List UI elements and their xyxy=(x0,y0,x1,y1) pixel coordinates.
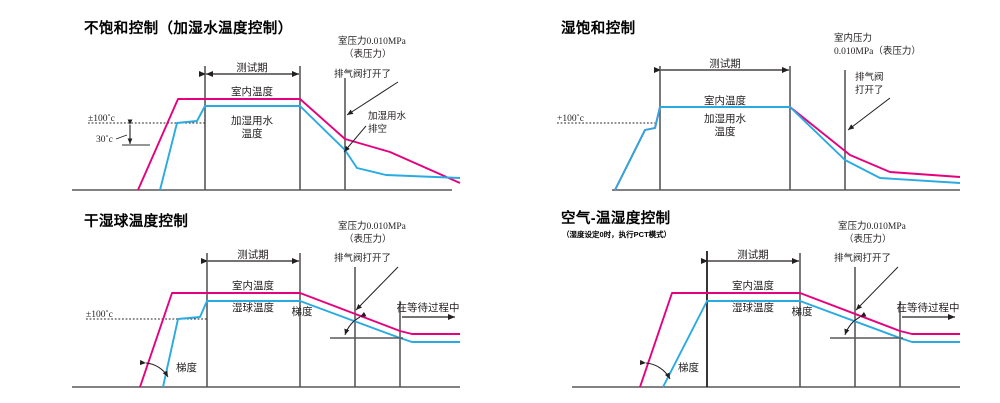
temp-30-label: 30˚c xyxy=(96,134,113,145)
test-period-label: 测试期 xyxy=(237,248,269,261)
chamber-temp-label: 室内温度 xyxy=(231,85,273,98)
pressure-note-line2: （表压力） xyxy=(344,233,392,245)
pressure-note-line1: 室压力0.010MPa xyxy=(838,220,907,232)
panel-unsaturated-control: 不饱和控制（加湿水温度控制） 测试期 ±100˚c 30˚ xyxy=(0,0,500,200)
series-chamber-temp xyxy=(614,106,961,191)
panel-chart: 测试期 室内温度 湿球温度 梯度 梯度 在等待过程中 室压力0.010MPa （… xyxy=(500,195,1000,403)
valve-note-line1: 排气阀打开了 xyxy=(334,68,391,80)
pressure-note-line2: （表压力） xyxy=(844,233,892,245)
pressure-note-line2: （表压力） xyxy=(344,48,392,60)
series-chamber-temp xyxy=(137,98,461,191)
panel-wet-saturated-control: 湿饱和控制 测试期 +100˚c 室内温度 加湿用水 温度 室内压力 0.010… xyxy=(500,0,1000,200)
panel-title: 不饱和控制（加湿水温度控制） xyxy=(84,21,293,37)
valve-note-leader xyxy=(346,81,399,116)
pressure-note-line1: 室内压力 xyxy=(834,32,872,44)
pressure-note-line2: 0.010MPa（表压力） xyxy=(834,45,921,57)
extra-note-leader xyxy=(343,125,367,153)
valve-note-line1: 排气阀打开了 xyxy=(834,252,891,264)
water-temp-label-2: 温度 xyxy=(242,127,263,140)
arrow-head-left xyxy=(206,71,213,77)
valve-note-line1: 排气阀 xyxy=(855,71,884,83)
valve-note-line1: 排气阀打开了 xyxy=(334,252,391,264)
valve-note-line2: 打开了 xyxy=(855,84,884,96)
panel-title: 干湿球温度控制 xyxy=(84,214,189,230)
panel-subtitle: （湿度设定0时，执行PCT模式） xyxy=(562,230,672,239)
gradient-label-right: 梯度 xyxy=(292,305,313,318)
gradient-arc-left xyxy=(139,359,169,378)
panel-chart: 测试期 ±100˚c 30˚c 室内温度 加湿用水 温度 室压力0.010MPa… xyxy=(0,0,500,200)
chamber-temp-label: 室内温度 xyxy=(732,279,774,292)
pressure-note-line1: 室压力0.010MPa xyxy=(338,220,407,232)
pressure-note-line1: 室压力0.010MPa xyxy=(338,35,407,47)
panel-chart: 测试期 +100˚c 室内温度 加湿用水 温度 室内压力 0.010MPa（表压… xyxy=(500,0,1000,200)
panel-air-temp-humidity-control: 空气-温湿度控制 （湿度设定0时，执行PCT模式） 测试期 室内温度 湿球温度 … xyxy=(500,195,1000,403)
chamber-temp-label: 室内温度 xyxy=(704,94,746,107)
valve-note-leader xyxy=(855,266,899,311)
waiting-label: 在等待过程中 xyxy=(397,301,460,314)
temp-100-label: ±100˚c xyxy=(86,309,113,320)
test-period-label: 测试期 xyxy=(737,248,769,261)
test-period-label: 测试期 xyxy=(709,57,741,70)
gradient-label-right: 梯度 xyxy=(792,305,813,318)
gradient-arc-left xyxy=(639,359,671,380)
test-period-label: 测试期 xyxy=(236,61,268,74)
panel-title: 湿饱和控制 xyxy=(561,21,636,37)
gradient-label-left: 梯度 xyxy=(176,361,197,374)
valve-note-leader xyxy=(847,97,891,131)
gradient-arc-right xyxy=(844,311,867,336)
extra-note-line2: 排空 xyxy=(368,123,387,135)
valve-note-leader xyxy=(355,266,399,311)
water-temp-label-1: 加湿用水 xyxy=(231,115,273,127)
wet-bulb-label: 湿球温度 xyxy=(232,301,274,314)
series-wet-bulb-temp xyxy=(162,300,460,388)
panel-chart: 测试期 ±100˚c 室内温度 湿球温度 梯度 梯度 在等待过程中 室压力0.0… xyxy=(0,195,500,403)
series-water-temp xyxy=(614,106,961,191)
water-temp-label-2: 温度 xyxy=(715,125,736,138)
gradient-arc-right xyxy=(344,311,367,336)
gradient-label-left: 梯度 xyxy=(678,361,699,374)
panel-title: 空气-温湿度控制 xyxy=(561,211,671,227)
water-temp-label-1: 加湿用水 xyxy=(704,113,746,125)
temp-30-leader xyxy=(115,134,128,140)
temp-100-label: ±100˚c xyxy=(88,113,115,124)
series-water-temp xyxy=(159,105,461,191)
chamber-temp-label: 室内温度 xyxy=(232,279,274,292)
panel-dry-wet-bulb-control: 干湿球温度控制 测试期 ±100˚c 室内温度 湿球温度 梯度 梯度 在等待过程… xyxy=(0,195,500,403)
extra-note-line1: 加湿用水 xyxy=(368,110,407,122)
temp-100-label: +100˚c xyxy=(557,113,584,124)
waiting-label: 在等待过程中 xyxy=(897,301,960,314)
wet-bulb-label: 湿球温度 xyxy=(732,301,774,314)
